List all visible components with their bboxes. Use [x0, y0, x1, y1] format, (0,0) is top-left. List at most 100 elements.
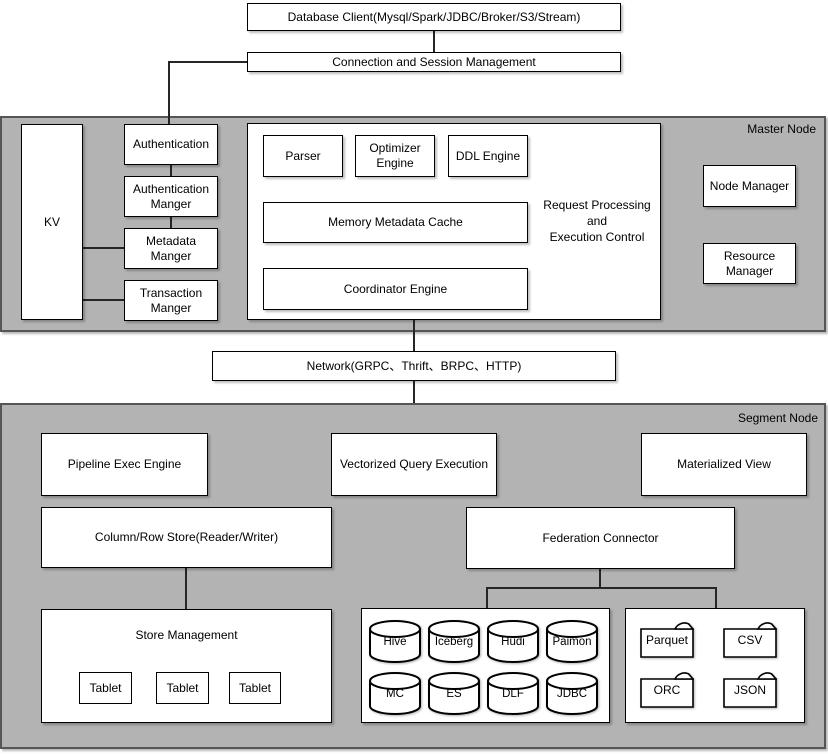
metadata-manger-label: Metadata Manger	[145, 233, 197, 263]
catalog-paimon: Paimon	[546, 620, 598, 663]
file-format-label: Parquet	[645, 633, 689, 647]
connector-client-connection	[433, 31, 435, 52]
file-format-label: ORC	[653, 683, 681, 697]
parser-box: Parser	[263, 135, 343, 177]
database-client-box: Database Client(Mysql/Spark/JDBC/Broker/…	[247, 3, 621, 31]
file-csv: CSV	[723, 621, 777, 658]
store-management-box: Store Management Tablet Tablet Tablet	[41, 609, 332, 723]
federation-connector-label: Federation Connector	[542, 530, 659, 545]
connector-authmanger-metadata	[170, 217, 172, 228]
federation-connector-box: Federation Connector	[466, 507, 735, 569]
vectorized-query-execution-label: Vectorized Query Execution	[339, 457, 489, 471]
catalog-label: DLF	[502, 688, 524, 700]
connector-federation-catalogs	[486, 587, 488, 609]
database-cylinder-icon	[369, 620, 421, 663]
file-icon	[640, 672, 694, 708]
memory-metadata-cache-box: Memory Metadata Cache	[263, 202, 528, 243]
kv-label: KV	[43, 214, 60, 229]
file-formats-box: Parquet CSV ORC JSON	[625, 608, 805, 723]
master-node-title: Master Node	[747, 122, 816, 136]
catalog-iceberg: Iceberg	[428, 620, 480, 663]
node-manager-box: Node Manager	[703, 165, 796, 207]
catalog-connectors-box: Hive Iceberg Hudi Paimon MC ES DLF JDBC	[361, 608, 610, 723]
file-json: JSON	[723, 671, 777, 708]
column-row-store-box: Column/Row Store(Reader/Writer)	[41, 507, 332, 568]
connector-auth-authmanger	[170, 165, 172, 176]
authentication-manger-box: Authentication Manger	[124, 176, 218, 217]
store-management-label: Store Management	[135, 628, 238, 642]
file-format-label: CSV	[737, 633, 763, 647]
column-row-store-label: Column/Row Store(Reader/Writer)	[94, 530, 279, 544]
tablet-label: Tablet	[166, 680, 199, 695]
connector-federation-files	[715, 587, 717, 609]
authentication-manger-label: Authentication Manger	[132, 181, 210, 211]
tablet-box: Tablet	[79, 672, 132, 704]
transaction-manger-box: Transaction Manger	[124, 280, 218, 321]
metadata-manger-box: Metadata Manger	[124, 228, 218, 269]
connector-network-segment	[413, 381, 415, 403]
optimizer-engine-label: Optimizer Engine	[369, 141, 421, 170]
catalog-es: ES	[428, 672, 480, 715]
connector-connection-auth-v	[168, 61, 170, 124]
kv-box: KV	[21, 124, 83, 320]
catalog-label: Iceberg	[434, 636, 474, 648]
pipeline-exec-engine-box: Pipeline Exec Engine	[41, 433, 208, 496]
connection-session-label: Connection and Session Management	[332, 54, 536, 69]
segment-node-title: Segment Node	[737, 411, 818, 425]
connector-master-network	[413, 320, 415, 351]
database-client-label: Database Client(Mysql/Spark/JDBC/Broker/…	[287, 9, 581, 24]
connector-kv-transaction	[83, 299, 124, 301]
resource-manager-box: Resource Manager	[703, 243, 796, 284]
file-icon	[723, 672, 777, 708]
catalog-hudi: Hudi	[487, 620, 539, 663]
coordinator-engine-box: Coordinator Engine	[263, 268, 528, 310]
memory-metadata-cache-label: Memory Metadata Cache	[328, 215, 463, 229]
tablet-label: Tablet	[238, 680, 272, 695]
database-cylinder-icon	[428, 672, 480, 715]
file-format-label: JSON	[733, 683, 766, 697]
connector-federation-stem	[599, 569, 601, 589]
network-box: Network(GRPC、Thrift、BRPC、HTTP)	[212, 351, 616, 381]
connector-federation-branch-h	[486, 587, 717, 589]
connector-store-management	[185, 568, 187, 609]
file-icon	[640, 622, 694, 658]
database-cylinder-icon	[487, 672, 539, 715]
database-cylinder-icon	[487, 620, 539, 663]
file-orc: ORC	[640, 671, 694, 708]
authentication-box: Authentication	[124, 124, 218, 165]
request-processing-caption: Request Processing and Execution Control	[533, 197, 661, 246]
materialized-view-label: Materialized View	[677, 457, 771, 471]
catalog-dlf: DLF	[487, 672, 539, 715]
database-cylinder-icon	[546, 672, 598, 715]
catalog-jdbc: JDBC	[546, 672, 598, 715]
catalog-hive: Hive	[369, 620, 421, 663]
materialized-view-box: Materialized View	[641, 433, 807, 496]
database-cylinder-icon	[369, 672, 421, 715]
coordinator-engine-label: Coordinator Engine	[343, 281, 448, 296]
database-cylinder-icon	[428, 620, 480, 663]
catalog-label: Hudi	[501, 636, 525, 648]
database-cylinder-icon	[546, 620, 598, 663]
catalog-label: Hive	[383, 636, 407, 648]
authentication-label: Authentication	[132, 137, 210, 151]
connection-session-box: Connection and Session Management	[247, 52, 621, 72]
transaction-manger-label: Transaction Manger	[139, 285, 203, 315]
network-label: Network(GRPC、Thrift、BRPC、HTTP)	[306, 358, 522, 373]
node-manager-label: Node Manager	[709, 178, 790, 193]
catalog-mc: MC	[369, 672, 421, 715]
catalog-label: JDBC	[556, 688, 588, 700]
file-icon	[723, 622, 777, 658]
tablet-label: Tablet	[89, 680, 122, 695]
catalog-label: MC	[386, 688, 404, 700]
catalog-label: ES	[446, 688, 462, 700]
catalog-label: Paimon	[552, 636, 592, 648]
ddl-engine-box: DDL Engine	[448, 135, 528, 177]
connector-connection-auth-h	[168, 61, 248, 63]
file-parquet: Parquet	[640, 621, 694, 658]
pipeline-exec-engine-label: Pipeline Exec Engine	[67, 457, 182, 471]
vectorized-query-execution-box: Vectorized Query Execution	[331, 433, 497, 496]
resource-manager-label: Resource Manager	[723, 248, 776, 278]
tablet-box: Tablet	[156, 672, 209, 704]
tablet-box: Tablet	[229, 672, 281, 704]
